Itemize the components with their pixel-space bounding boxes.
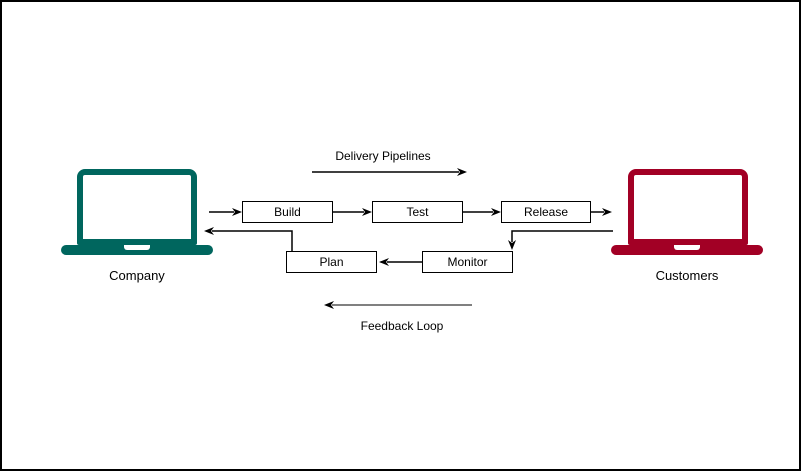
delivery-pipelines-arrow: [312, 168, 467, 176]
feedback-loop-arrow: [324, 301, 472, 309]
edge-customers-monitor: [508, 230, 613, 250]
laptop-notch: [674, 245, 700, 250]
stage-box-test[interactable]: Test: [372, 201, 463, 223]
stage-box-release[interactable]: Release: [501, 201, 591, 223]
edge-company-build: [209, 208, 242, 216]
laptop-base: [611, 245, 763, 255]
laptop-screen: [628, 169, 748, 245]
edge-plan-company: [204, 227, 293, 251]
customers-laptop-icon[interactable]: [611, 169, 763, 255]
laptop-base: [61, 245, 213, 255]
edge-build-test: [333, 208, 372, 216]
company-label: Company: [109, 268, 165, 283]
stage-box-build[interactable]: Build: [242, 201, 333, 223]
edge-monitor-plan: [379, 258, 422, 266]
edge-test-release: [463, 208, 501, 216]
edge-release-customers: [591, 208, 612, 216]
stage-box-monitor[interactable]: Monitor: [422, 251, 513, 273]
stage-box-plan[interactable]: Plan: [286, 251, 377, 273]
feedback-loop-label: Feedback Loop: [360, 319, 444, 333]
delivery-pipelines-label: Delivery Pipelines: [335, 149, 431, 163]
customers-label: Customers: [655, 268, 719, 283]
laptop-screen: [77, 169, 197, 245]
laptop-notch: [124, 245, 150, 250]
company-laptop-icon[interactable]: [61, 169, 213, 255]
